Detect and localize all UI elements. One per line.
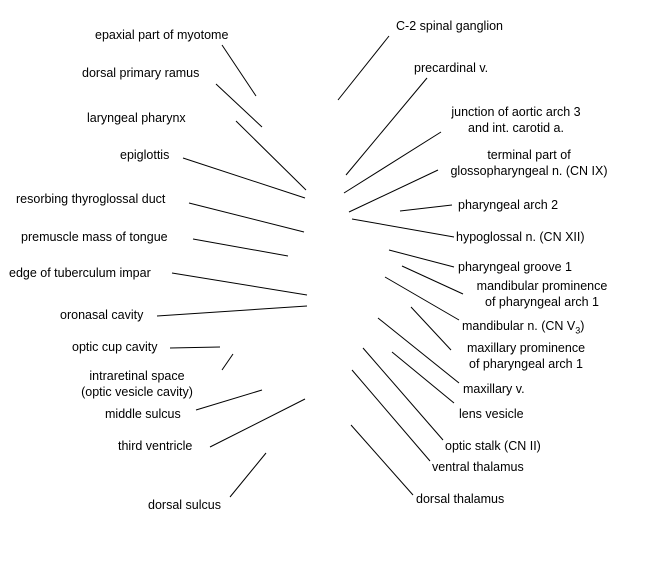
leader-mandibular-prom: [401, 265, 464, 295]
leader-epiglottis: [182, 157, 306, 199]
label-lens-vesicle: lens vesicle: [459, 407, 524, 421]
label-optic-cup-cavity: optic cup cavity: [72, 340, 158, 354]
label-epaxial-myotome: epaxial part of myotome: [95, 28, 229, 42]
label-dorsal-primary-ramus: dorsal primary ramus: [82, 66, 200, 80]
label-epiglottis: epiglottis: [120, 148, 170, 162]
label-ventral-thalamus: ventral thalamus: [432, 460, 524, 474]
label-c2-spinal-ganglion: C-2 spinal ganglion: [396, 19, 504, 33]
label-junction-line2: and int. carotid a.: [468, 121, 564, 135]
label-dorsal-sulcus: dorsal sulcus: [148, 498, 221, 512]
label-junction-aortic-arch: junction of aortic arch 3 and int. carot…: [428, 104, 604, 136]
label-terminal-line2: glossopharyngeal n. (CN IX): [450, 164, 608, 178]
leader-terminal-cn9: [348, 169, 439, 213]
leader-third-ventricle: [209, 398, 306, 448]
label-mandibular-n-text: mandibular n. (CN V: [462, 319, 576, 333]
leader-premuscle-tongue: [192, 238, 289, 257]
leader-junction: [343, 131, 442, 194]
label-pharyngeal-arch-2: pharyngeal arch 2: [458, 198, 559, 212]
label-resorbing-thyroglossal-duct: resorbing thyroglossal duct: [16, 192, 166, 206]
label-edge-tuberculum-impar: edge of tuberculum impar: [9, 266, 151, 280]
leader-pharyngeal-arch2: [399, 204, 453, 212]
label-maxillary-prom-line2: of pharyngeal arch 1: [469, 357, 583, 371]
leader-pharyngeal-groove1: [388, 249, 455, 268]
leader-maxillary-prom: [410, 306, 452, 351]
label-precardinal-v: precardinal v.: [414, 61, 489, 75]
label-premuscle-mass-tongue: premuscle mass of tongue: [21, 230, 168, 244]
label-terminal-line1: terminal part of: [487, 148, 571, 162]
label-terminal-glossopharyngeal: terminal part of glossopharyngeal n. (CN…: [438, 147, 620, 179]
leader-optic-stalk: [362, 347, 444, 441]
label-mandibular-n-close: ): [580, 319, 585, 333]
label-intraretinal-line1: intraretinal space: [89, 369, 185, 383]
label-mandibular-prominence: mandibular prominence of pharyngeal arch…: [462, 278, 622, 310]
label-maxillary-prom-line1: maxillary prominence: [466, 341, 586, 355]
leader-laryngeal-pharynx: [235, 120, 307, 191]
leader-dorsal-thalamus: [350, 424, 414, 496]
leader-hypoglossal: [351, 218, 455, 238]
label-intraretinal-line2: (optic vesicle cavity): [81, 385, 193, 399]
label-hypoglossal-n: hypoglossal n. (CN XII): [456, 230, 585, 244]
leader-oronasal-cavity: [156, 305, 308, 317]
leader-lens-vesicle: [391, 351, 455, 404]
label-optic-stalk: optic stalk (CN II): [445, 439, 541, 453]
leader-resorbing-thyroglossal: [188, 202, 305, 233]
label-middle-sulcus: middle sulcus: [105, 407, 181, 421]
leader-middle-sulcus: [195, 389, 263, 411]
leader-optic-cup-cavity: [169, 346, 221, 349]
leader-dorsal-primary-ramus: [215, 83, 263, 128]
label-pharyngeal-groove-1: pharyngeal groove 1: [458, 260, 572, 274]
label-dorsal-thalamus: dorsal thalamus: [416, 492, 505, 506]
label-mandibular-prom-line2: of pharyngeal arch 1: [485, 295, 599, 309]
label-mandibular-prom-line1: mandibular prominence: [476, 279, 608, 293]
label-intraretinal-space: intraretinal space (optic vesicle cavity…: [49, 368, 225, 400]
leader-maxillary-v: [377, 317, 460, 384]
leader-c2-ganglion: [337, 35, 390, 101]
label-mandibular-n: mandibular n. (CN V3): [462, 318, 585, 336]
label-maxillary-prominence: maxillary prominence of pharyngeal arch …: [444, 340, 608, 372]
leader-epaxial: [221, 44, 257, 97]
leader-ventral-thalamus: [351, 369, 431, 462]
leader-tuberculum-impar: [171, 272, 308, 296]
label-third-ventricle: third ventricle: [118, 439, 193, 453]
leader-dorsal-sulcus: [229, 452, 267, 498]
leader-mandibular-n: [384, 276, 460, 321]
label-mandibular-n-subscript: 3: [575, 325, 581, 336]
label-junction-line1: junction of aortic arch 3: [451, 105, 581, 119]
leader-intraretinal: [221, 353, 234, 371]
label-laryngeal-pharynx: laryngeal pharynx: [87, 111, 186, 125]
leader-precardinal: [345, 77, 428, 176]
label-oronasal-cavity: oronasal cavity: [60, 308, 144, 322]
label-maxillary-v: maxillary v.: [463, 382, 525, 396]
